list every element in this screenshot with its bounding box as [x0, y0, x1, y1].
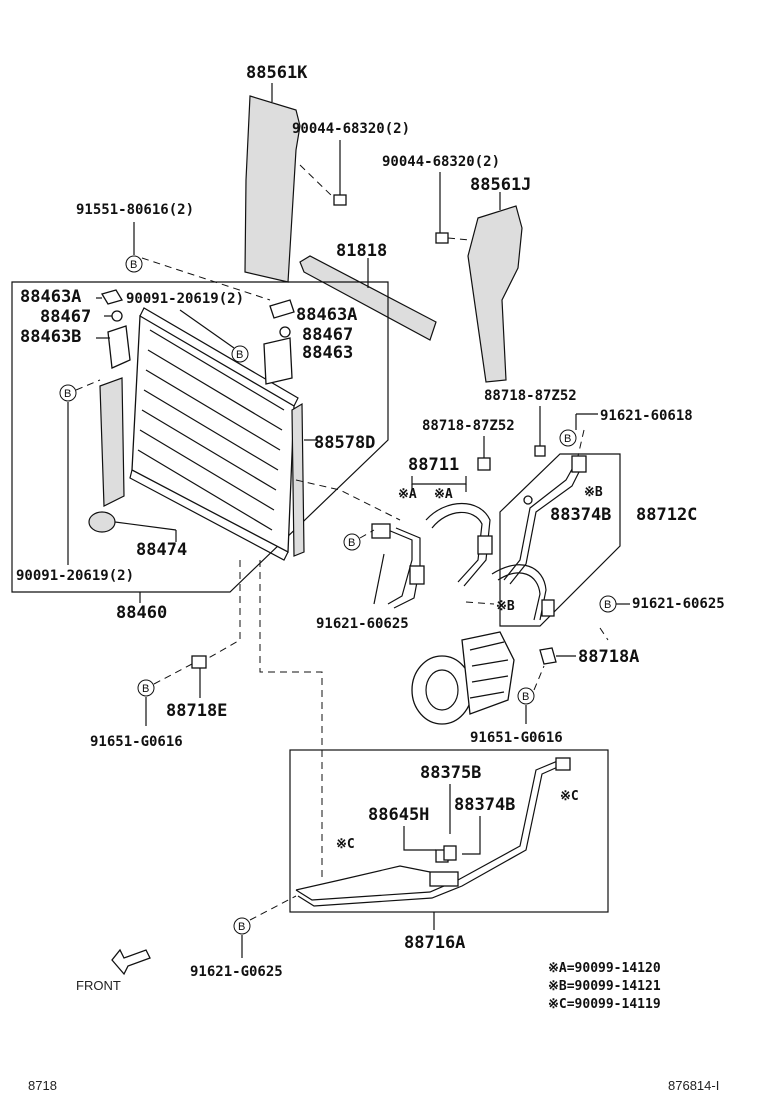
label-88463B: 88463B [20, 327, 81, 347]
cushion-88467-right [279, 326, 291, 338]
legend-A: ※A=90099-14120 [548, 961, 661, 976]
label-88467-right: 88467 [302, 325, 353, 345]
bolt-marker-icon: B [343, 533, 361, 551]
mark-C-1: ※C [560, 789, 579, 804]
label-91621-60625-right: 91621-60625 [632, 596, 725, 612]
label-88712C: 88712C [636, 505, 697, 525]
left-seal [99, 377, 125, 507]
svg-text:B: B [348, 537, 355, 549]
svg-text:B: B [564, 433, 571, 445]
svg-text:B: B [236, 349, 243, 361]
suction-hose-88712C [491, 455, 587, 621]
label-88375B: 88375B [420, 763, 481, 783]
label-88718-87Z52-a: 88718-87Z52 [484, 388, 577, 404]
seal-88561J [467, 192, 523, 383]
label-90091-bottom: 90091-20619(2) [16, 568, 134, 584]
condenser-core-88460 [129, 307, 299, 561]
label-88578D: 88578D [314, 433, 375, 453]
seal-bar-81818 [299, 255, 437, 341]
side-seal-88578D [291, 402, 318, 557]
label-88374B-low: 88374B [454, 795, 515, 815]
label-90044-b: 90044-68320(2) [382, 154, 500, 170]
label-88474: 88474 [136, 540, 187, 560]
mark-A-2: ※A [434, 487, 453, 502]
bolt-marker-icon: B [137, 679, 155, 697]
label-88718-87Z52-b: 88718-87Z52 [422, 418, 515, 434]
clamp-88718-87Z52-a [534, 445, 546, 457]
mark-C-2: ※C [336, 837, 355, 852]
bolt-marker-icon: B [517, 687, 535, 705]
mark-B-2: ※B [496, 599, 515, 614]
label-91621-60625-left: 91621-60625 [316, 616, 409, 632]
label-88463A-right: 88463A [296, 305, 357, 325]
label-90091-top: 90091-20619(2) [126, 291, 244, 307]
liquid-tube-group-outline [289, 749, 609, 913]
clamp-88718E [191, 655, 207, 669]
label-88718A: 88718A [578, 647, 639, 667]
bracket-88463A-right [269, 299, 295, 319]
mark-B-1: ※B [584, 485, 603, 500]
front-arrow-icon [111, 948, 151, 976]
condenser-group-outline [11, 281, 389, 593]
legend-B: ※B=90099-14121 [548, 979, 661, 994]
label-81818: 81818 [336, 241, 387, 261]
label-90044-a: 90044-68320(2) [292, 121, 410, 137]
svg-text:B: B [64, 388, 71, 400]
bracket-88463A-left [101, 289, 123, 305]
label-88460: 88460 [116, 603, 167, 623]
bolt-marker-icon: B [231, 345, 249, 363]
clamp-88718-87Z52-b [477, 457, 491, 471]
label-88716A: 88716A [404, 933, 465, 953]
svg-text:B: B [522, 691, 529, 703]
label-88467-left: 88467 [40, 307, 91, 327]
discharge-hose-88711 [371, 502, 493, 609]
svg-text:B: B [130, 259, 137, 271]
seal-88561K [244, 83, 301, 283]
label-91651-right: 91651-G0616 [470, 730, 563, 746]
svg-text:B: B [604, 599, 611, 611]
label-91621-60618: 91621-60618 [600, 408, 693, 424]
label-91621-G0625: 91621-G0625 [190, 964, 283, 980]
o-ring-icon [523, 495, 533, 505]
svg-text:B: B [238, 921, 245, 933]
screw-90044-a [299, 140, 347, 206]
bolt-marker-icon: B [125, 255, 143, 273]
label-91551: 91551-80616(2) [76, 202, 194, 218]
label-88711: 88711 [408, 455, 459, 475]
label-88463: 88463 [302, 343, 353, 363]
label-88645H: 88645H [368, 805, 429, 825]
bolt-marker-icon: B [599, 595, 617, 613]
clamp-88718A [539, 647, 557, 665]
label-88374B-mid: 88374B [550, 505, 611, 525]
screw-90044-b [435, 172, 471, 244]
label-91651-left: 91651-G0616 [90, 734, 183, 750]
liquid-tube-88716A [295, 757, 571, 907]
bracket-88463 [263, 337, 293, 385]
bolt-marker-icon: B [59, 384, 77, 402]
svg-text:B: B [142, 683, 149, 695]
footer-right: 876814-I [668, 1078, 719, 1093]
bolt-marker-icon: B [233, 917, 251, 935]
cushion-88474 [88, 511, 177, 542]
mark-A-1: ※A [398, 487, 417, 502]
bracket-88463B [107, 325, 131, 369]
cushion-88467-left [111, 310, 123, 322]
compressor-icon [411, 631, 515, 725]
label-88718E: 88718E [166, 701, 227, 721]
legend-C: ※C=90099-14119 [548, 997, 661, 1012]
bolt-marker-icon: B [559, 429, 577, 447]
label-88463A-left: 88463A [20, 287, 81, 307]
suction-hose-group-outline [499, 453, 621, 627]
footer-left: 8718 [28, 1078, 57, 1093]
label-88561K: 88561K [246, 63, 308, 83]
front-label: FRONT [76, 978, 121, 993]
label-88561J: 88561J [470, 175, 531, 195]
